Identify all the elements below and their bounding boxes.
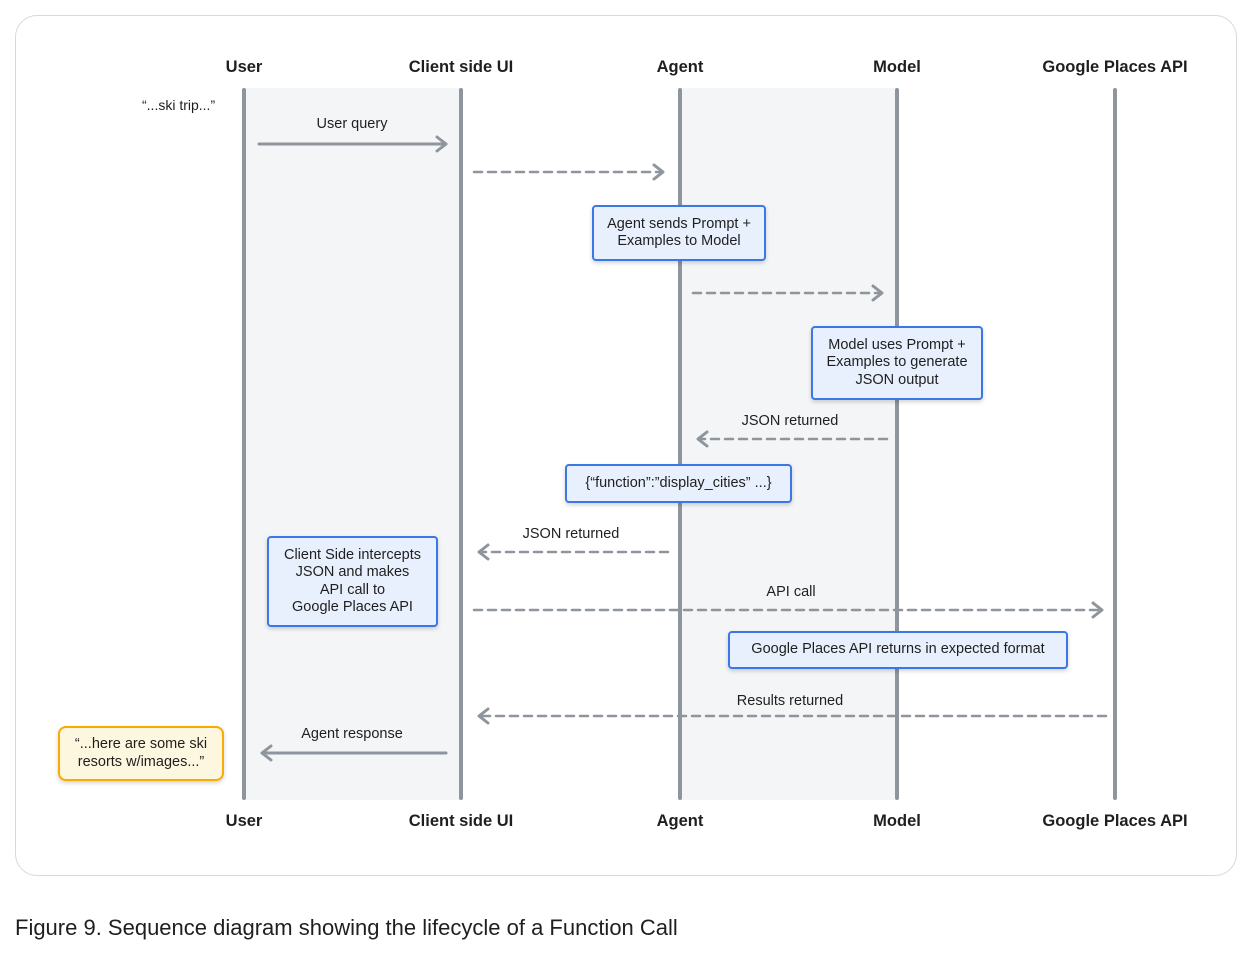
actor-user-top: User <box>225 58 263 76</box>
lifeline-user <box>242 88 246 800</box>
arrowhead-model-to-agent <box>696 430 709 448</box>
label-json-returned-model: JSON returned <box>741 413 839 429</box>
note-model-uses-prompt: Model uses Prompt + Examples to generate… <box>811 326 983 400</box>
user-query-quote: “...ski trip...” <box>142 97 216 113</box>
note-agent-sends-prompt: Agent sends Prompt + Examples to Model <box>592 205 766 261</box>
figure-caption: Figure 9. Sequence diagram showing the l… <box>15 915 678 940</box>
lifeline-model <box>895 88 899 800</box>
actor-client-ui-top: Client side UI <box>408 58 514 76</box>
lifeline-client-ui <box>459 88 463 800</box>
note-agent-reply: “...here are some ski resorts w/images..… <box>58 726 224 781</box>
note-places-returns: Google Places API returns in expected fo… <box>728 631 1068 669</box>
actor-agent-top: Agent <box>656 58 704 76</box>
arrowhead-client-to-agent <box>652 163 665 181</box>
band-user-client <box>244 88 461 800</box>
arrowhead-agent-to-model <box>871 284 884 302</box>
note-client-intercepts: Client Side intercepts JSON and makes AP… <box>267 536 438 627</box>
label-results-returned: Results returned <box>736 693 844 709</box>
actor-agent-bottom: Agent <box>656 812 704 830</box>
label-agent-response: Agent response <box>301 726 403 742</box>
actor-client-ui-bottom: Client side UI <box>408 812 514 830</box>
lifeline-places-api <box>1113 88 1117 800</box>
label-api-call: API call <box>766 584 816 600</box>
arrowhead-api-call <box>1091 601 1104 619</box>
actor-model-top: Model <box>873 58 921 76</box>
label-user-query: User query <box>316 116 388 132</box>
actor-places-api-bottom: Google Places API <box>1042 812 1188 830</box>
lifeline-agent <box>678 88 682 800</box>
note-function-json: {“function”:”display_cities” ...} <box>565 464 792 503</box>
actor-model-bottom: Model <box>873 812 921 830</box>
arrowhead-user-query <box>435 135 448 153</box>
actor-user-bottom: User <box>225 812 263 830</box>
arrowhead-agent-to-client <box>477 543 490 561</box>
label-json-returned-agent: JSON returned <box>522 526 620 542</box>
arrowhead-results-returned <box>477 707 490 725</box>
arrowhead-agent-response <box>260 744 273 762</box>
actor-places-api-top: Google Places API <box>1042 58 1188 76</box>
